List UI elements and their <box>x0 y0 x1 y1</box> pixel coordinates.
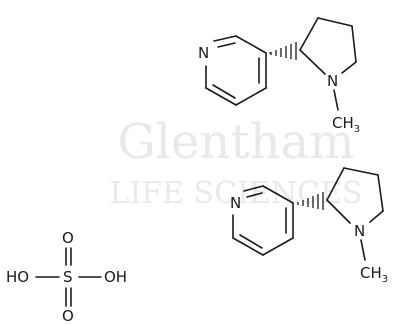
bottom-oxygen: O <box>62 307 74 325</box>
stereo-bond-top <box>269 42 297 60</box>
pyrrolidine-ring-bottom <box>326 167 384 224</box>
sulfuric-acid: O HO S OH O <box>6 229 127 325</box>
pyridine-nitrogen-top: N <box>198 44 209 62</box>
methyl-subscript-top: 3 <box>354 124 360 135</box>
pyrrolidine-nitrogen-top: N <box>327 72 338 90</box>
pyridine-ring-bottom <box>232 185 294 256</box>
methyl-group-bottom: CH3 <box>360 264 388 285</box>
pyrrolidine-ring-top <box>299 17 357 75</box>
pyrrolidine-nitrogen-bottom: N <box>354 222 365 240</box>
methyl-bond-bottom <box>360 239 366 261</box>
pyridine-nitrogen-bottom: N <box>230 194 241 212</box>
hydroxyl-right: OH <box>104 268 127 286</box>
methyl-subscript-bottom: 3 <box>382 274 388 285</box>
hydroxyl-left: HO <box>6 268 29 286</box>
watermark: Glentham LIFE SCIENCES <box>110 114 363 211</box>
methyl-label-top: CH <box>332 114 354 132</box>
methyl-group-top: CH3 <box>332 114 360 135</box>
methyl-label-bottom: CH <box>360 264 382 282</box>
stereo-bond-bottom <box>297 192 324 210</box>
nicotine-bottom: N N CH3 <box>230 167 388 285</box>
top-oxygen: O <box>62 229 74 247</box>
watermark-title: Glentham <box>117 114 354 170</box>
nicotine-top: N N CH3 <box>198 17 360 135</box>
watermark-subtitle: LIFE SCIENCES <box>110 176 363 211</box>
sulfur-atom: S <box>63 268 73 286</box>
pyridine-ring-top <box>205 35 267 106</box>
methyl-bond-top <box>333 89 339 111</box>
